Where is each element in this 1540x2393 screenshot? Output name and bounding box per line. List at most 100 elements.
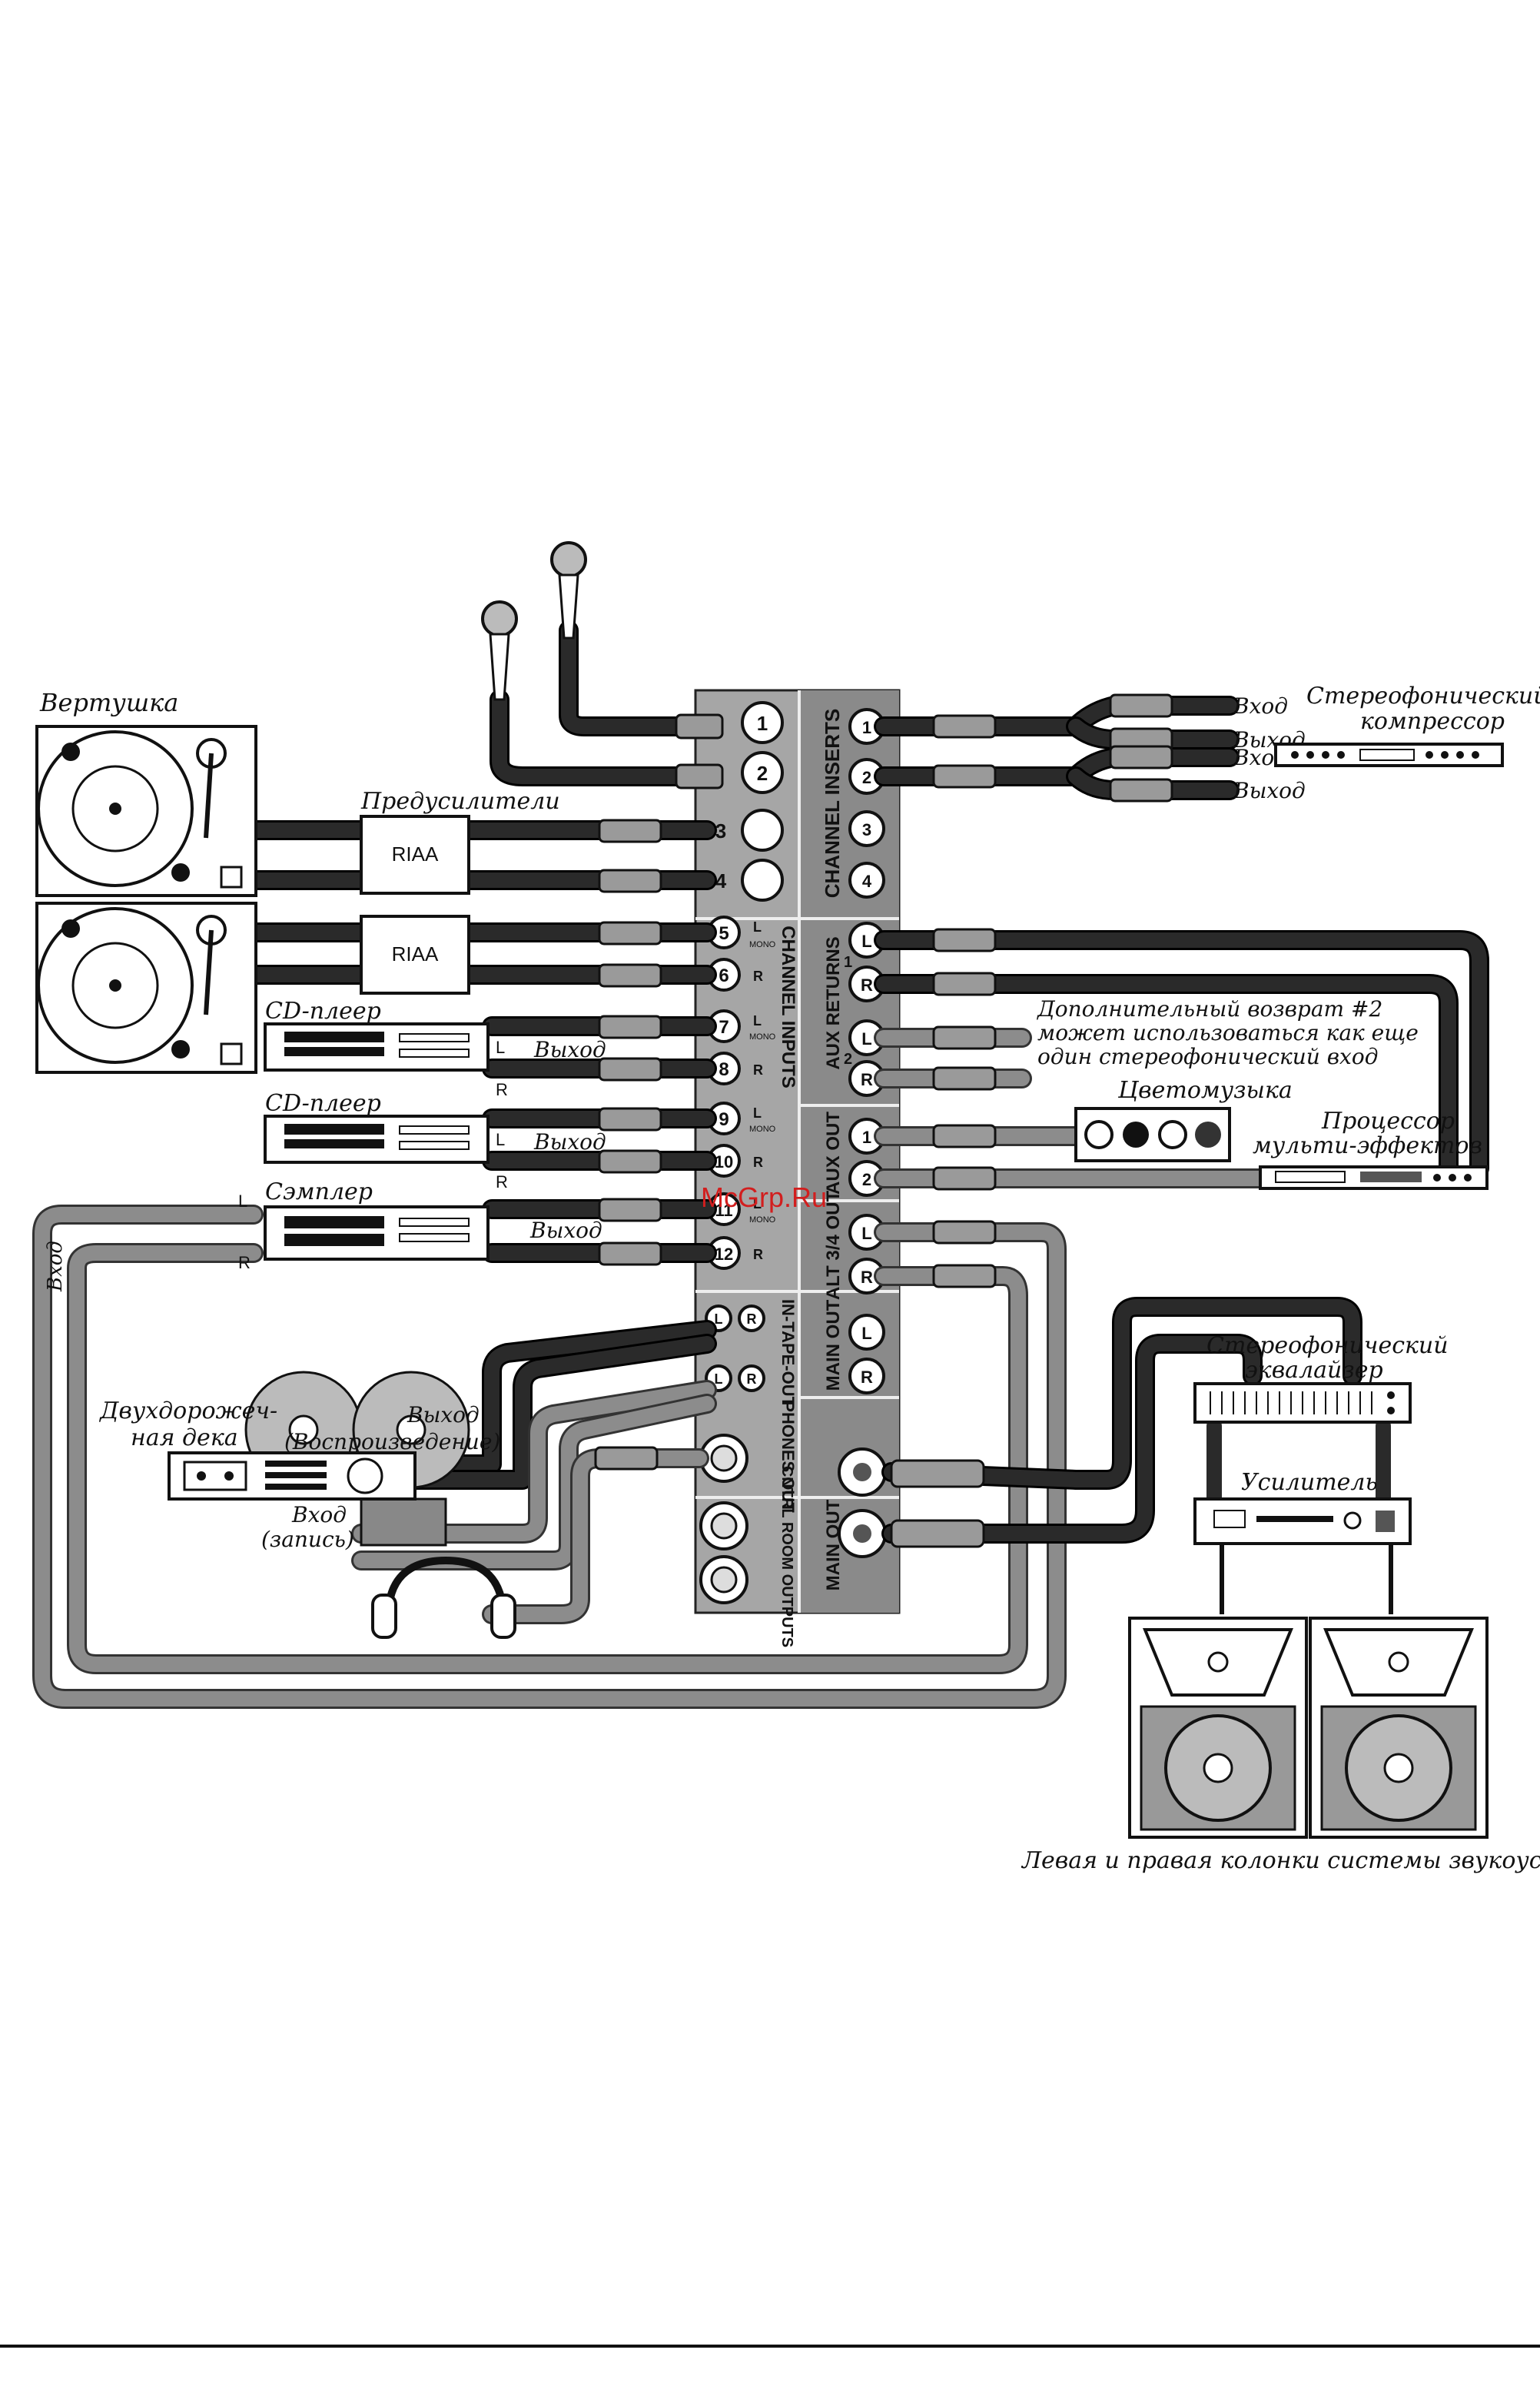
channel-inputs-label: CHANNEL INPUTS — [778, 926, 798, 1088]
xlr-input-3[interactable]: 3 — [715, 809, 784, 852]
svg-text:L: L — [861, 1224, 871, 1243]
eq-label-2: эквалайзер — [1245, 1357, 1383, 1384]
svg-text:4: 4 — [862, 872, 872, 891]
insert-jack-4[interactable]: 4 — [848, 862, 885, 899]
aux-return-2-number: 2 — [844, 1051, 852, 1068]
svg-text:3: 3 — [862, 820, 871, 839]
xlr-input-4[interactable]: 4 — [715, 859, 784, 902]
speaker-right — [1309, 1617, 1489, 1839]
riaa-preamp-2: RIAA — [360, 915, 470, 995]
svg-text:2: 2 — [862, 1170, 871, 1189]
fx-processor-device — [1259, 1165, 1489, 1190]
svg-text:R: R — [753, 1155, 763, 1170]
insert-jack-3[interactable]: 3 — [848, 810, 885, 847]
amplifier-device — [1193, 1497, 1412, 1545]
cntrl-room-jack-1[interactable] — [699, 1501, 748, 1550]
cd1-left-label: L — [496, 1038, 505, 1057]
tape-in-label-2: (запись) — [261, 1527, 354, 1552]
svg-text:L: L — [753, 919, 762, 935]
tape-out-label-1: Выход — [407, 1402, 480, 1427]
turntable-1 — [35, 725, 257, 897]
svg-text:7: 7 — [719, 1017, 729, 1038]
svg-text:MONO: MONO — [749, 940, 776, 949]
sampler-left-label: L — [238, 1192, 247, 1211]
main-out-xlr-R[interactable] — [838, 1509, 887, 1558]
svg-text:1: 1 — [757, 712, 768, 735]
tape-in-label-1: Вход — [291, 1502, 347, 1527]
svg-text:1: 1 — [862, 1128, 871, 1147]
cd-player-2-label: CD-плеер — [265, 1090, 381, 1117]
speakers-caption: Левая и правая колонки системы звукоусил… — [1021, 1847, 1540, 1874]
line-input-7[interactable]: 7 L MONO — [707, 1009, 776, 1043]
sampler-label: Сэмплер — [265, 1178, 373, 1205]
aux-return-2-R[interactable]: R — [848, 1060, 885, 1097]
cd1-output-label: Выход — [533, 1037, 606, 1062]
tape-rca-R2[interactable]: R — [738, 1364, 765, 1392]
aux-note-line-3: один стереофонический вход — [1037, 1044, 1378, 1069]
svg-text:R: R — [747, 1311, 757, 1327]
turntable-2 — [35, 902, 257, 1074]
tape-rca-R1[interactable]: R — [738, 1305, 765, 1332]
svg-text:R: R — [753, 1247, 763, 1262]
alt-out-label: ALT 3/4 OUT — [823, 1191, 844, 1301]
compressor-label-1: Стереофонический — [1306, 683, 1540, 710]
light-music-label: Цветомузыка — [1117, 1077, 1293, 1104]
svg-text:4: 4 — [715, 869, 727, 892]
aux-return-1-L[interactable]: L — [848, 922, 885, 959]
cntrl-room-jack-2[interactable] — [699, 1555, 748, 1604]
watermark-text: McGrp.Ru — [701, 1182, 827, 1213]
tape-deck-label-1: Двухдорожеч- — [98, 1398, 277, 1424]
cd2-left-label: L — [496, 1130, 505, 1149]
svg-text:R: R — [861, 1268, 873, 1287]
preamps-label: Предусилители — [360, 788, 560, 815]
svg-text:R: R — [861, 975, 873, 995]
svg-text:6: 6 — [719, 966, 729, 986]
aux-note-line-1: Дополнительный возврат #2 — [1036, 996, 1382, 1022]
main-out-jack-L[interactable]: L — [848, 1314, 885, 1351]
sampler-input-label: Вход — [44, 1241, 67, 1292]
riaa-preamp-1: RIAA — [360, 815, 470, 895]
svg-text:L: L — [753, 1105, 762, 1121]
alt-out-R[interactable]: R — [848, 1258, 885, 1295]
svg-text:2: 2 — [862, 768, 871, 787]
xlr-input-2[interactable]: 2 — [741, 751, 784, 794]
cd-player-2 — [264, 1115, 490, 1164]
svg-text:L: L — [753, 1013, 762, 1029]
tape-deck — [168, 1451, 417, 1501]
sampler-right-label: R — [238, 1253, 251, 1272]
svg-text:R: R — [753, 1062, 763, 1078]
svg-text:L: L — [753, 1196, 762, 1211]
main-out-xlr-L[interactable] — [838, 1447, 887, 1497]
channel-inserts-label: CHANNEL INSERTS — [821, 709, 844, 899]
aux-out-label: AUX OUT — [823, 1112, 844, 1195]
insert-jack-1[interactable]: 1 — [848, 708, 885, 745]
phones-jack[interactable] — [699, 1434, 748, 1483]
svg-text:MONO: MONO — [749, 1032, 776, 1042]
main-out-label-1: MAIN OUT — [823, 1299, 844, 1391]
light-music-device — [1074, 1107, 1231, 1162]
turntable-label: Вертушка — [39, 688, 178, 717]
line-input-10[interactable]: 10 R — [707, 1144, 763, 1178]
svg-text:8: 8 — [719, 1059, 729, 1080]
aux-note-line-2: может использоваться как еще — [1037, 1020, 1419, 1045]
svg-text:10: 10 — [715, 1152, 733, 1172]
svg-text:MONO: MONO — [749, 1125, 776, 1134]
cd-player-1-label: CD-плеер — [265, 998, 381, 1025]
cntrl-room-label: CNTRL ROOM OUTPUTS — [778, 1466, 795, 1647]
svg-text:5: 5 — [719, 923, 729, 944]
svg-text:RIAA: RIAA — [392, 942, 439, 966]
speaker-left — [1128, 1617, 1308, 1839]
main-out-jack-R[interactable]: R — [848, 1358, 885, 1394]
cables — [32, 620, 1489, 1709]
tape-out-label-2: (Воспроизведение) — [284, 1429, 500, 1454]
xlr-input-1[interactable]: 1 — [741, 701, 784, 744]
line-input-5[interactable]: 5 L MONO — [707, 916, 776, 949]
svg-text:L: L — [715, 1371, 723, 1387]
cd2-right-label: R — [496, 1172, 508, 1192]
svg-text:L: L — [861, 1029, 871, 1049]
svg-text:R: R — [747, 1371, 757, 1387]
cd2-output-label: Выход — [533, 1129, 606, 1155]
